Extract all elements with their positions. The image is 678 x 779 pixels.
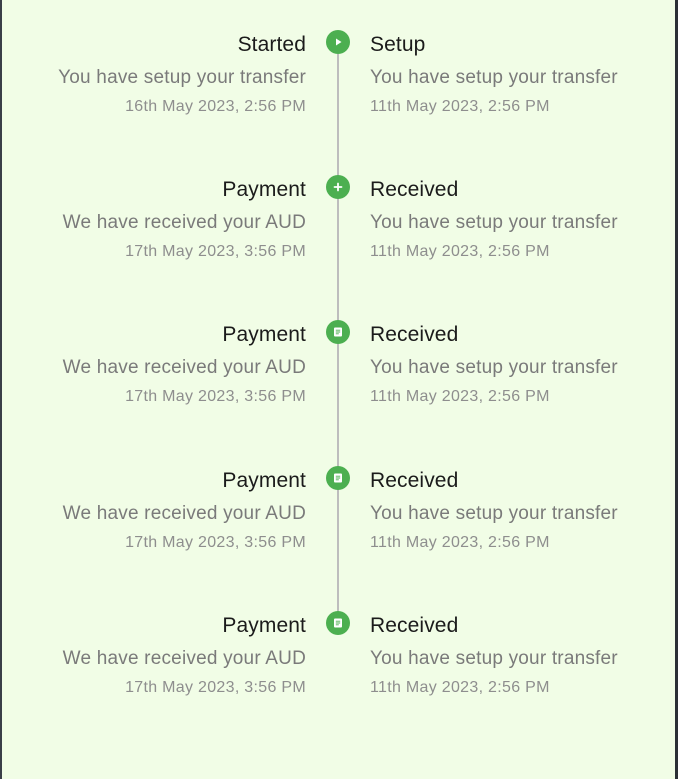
entry-left-description: We have received your AUD <box>62 503 306 524</box>
entry-right-date: 11th May 2023, 2:56 PM <box>370 243 550 260</box>
entry-right-date: 11th May 2023, 2:56 PM <box>370 534 550 551</box>
entry-left: Started You have setup your transfer 16t… <box>58 33 306 117</box>
entry-left-date: 17th May 2023, 3:56 PM <box>125 679 306 696</box>
entry-right-title: Received <box>370 614 459 637</box>
entry-right-title: Received <box>370 469 459 492</box>
entry-left: Payment We have received your AUD 17th M… <box>63 178 306 262</box>
document-icon <box>326 320 350 344</box>
entry-left-date: 16th May 2023, 2:56 PM <box>125 98 306 115</box>
entry-left-title: Payment <box>222 469 306 492</box>
timeline-entry: Payment We have received your AUD 17th M… <box>0 175 678 278</box>
entry-right: Setup You have setup your transfer 11th … <box>370 33 618 117</box>
timeline-entry: Payment We have received your AUD 17th M… <box>0 611 678 714</box>
entry-left-date: 17th May 2023, 3:56 PM <box>125 243 306 260</box>
entry-right-title: Received <box>370 178 459 201</box>
entry-right: Received You have setup your transfer 11… <box>370 614 618 698</box>
entry-left-title: Payment <box>222 614 306 637</box>
entry-right-description: You have setup your transfer <box>370 357 618 378</box>
entry-right-date: 11th May 2023, 2:56 PM <box>370 388 550 405</box>
entry-left-date: 17th May 2023, 3:56 PM <box>125 534 306 551</box>
document-icon <box>326 611 350 635</box>
entry-left-description: We have received your AUD <box>62 212 306 233</box>
timeline-connector <box>337 54 339 634</box>
entry-left-description: You have setup your transfer <box>58 67 306 88</box>
entry-left-description: We have received your AUD <box>62 648 306 669</box>
entry-left-date: 17th May 2023, 3:56 PM <box>125 388 306 405</box>
entry-left: Payment We have received your AUD 17th M… <box>63 614 306 698</box>
entry-right: Received You have setup your transfer 11… <box>370 323 618 407</box>
entry-right: Received You have setup your transfer 11… <box>370 178 618 262</box>
entry-left: Payment We have received your AUD 17th M… <box>63 469 306 553</box>
timeline-entry: Payment We have received your AUD 17th M… <box>0 320 678 423</box>
entry-right: Received You have setup your transfer 11… <box>370 469 618 553</box>
document-icon <box>326 466 350 490</box>
entry-left-title: Payment <box>222 323 306 346</box>
plus-icon <box>326 175 350 199</box>
timeline-entry: Payment We have received your AUD 17th M… <box>0 466 678 569</box>
entry-right-date: 11th May 2023, 2:56 PM <box>370 98 550 115</box>
entry-right-description: You have setup your transfer <box>370 648 618 669</box>
entry-left: Payment We have received your AUD 17th M… <box>63 323 306 407</box>
entry-right-date: 11th May 2023, 2:56 PM <box>370 679 550 696</box>
entry-right-description: You have setup your transfer <box>370 503 618 524</box>
play-icon <box>326 30 350 54</box>
entry-left-title: Payment <box>222 178 306 201</box>
entry-left-description: We have received your AUD <box>62 357 306 378</box>
entry-right-description: You have setup your transfer <box>370 212 618 233</box>
entry-right-title: Received <box>370 323 459 346</box>
window-border-right <box>675 0 678 779</box>
window-border-left <box>0 0 2 779</box>
timeline-entry: Started You have setup your transfer 16t… <box>0 30 678 133</box>
entry-left-title: Started <box>237 33 306 56</box>
entry-right-description: You have setup your transfer <box>370 67 618 88</box>
entry-right-title: Setup <box>370 33 426 56</box>
